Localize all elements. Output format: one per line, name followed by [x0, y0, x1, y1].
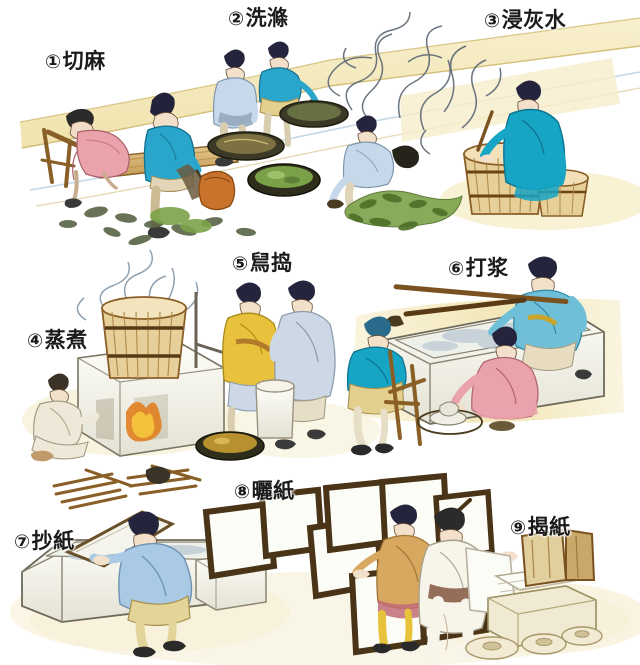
scene-pounding [195, 280, 336, 461]
prop-wooden-stool [384, 350, 426, 446]
prop-green-basin [247, 163, 321, 197]
step-label-5: ⑤舃捣 [232, 253, 293, 274]
prop-smoke-plumes [327, 11, 502, 155]
scene-washing [207, 41, 349, 197]
scene-peeling [418, 507, 603, 662]
prop-wash-tub-lower [207, 131, 285, 161]
figure-frame-tender [352, 504, 438, 654]
prop-stone-mortar [255, 379, 295, 439]
step-name-2: 洗滌 [245, 6, 289, 30]
prop-press-block [520, 528, 596, 588]
step-number-6: ⑥ [448, 258, 465, 280]
prop-fire [126, 401, 162, 442]
step-number-3: ③ [484, 10, 501, 32]
scene-drying [202, 472, 495, 656]
step-name-8: 曬紙 [251, 479, 295, 503]
drying-frame [202, 500, 278, 580]
step-number-2: ② [228, 8, 245, 30]
step-name-7: 抄紙 [31, 529, 75, 553]
step-name-5: 舃捣 [249, 251, 293, 275]
prop-paper-rolls [465, 626, 603, 660]
prop-green-fibre-pile [150, 207, 212, 233]
scene-cutting-hemp [40, 11, 589, 246]
step-label-7: ⑦抄紙 [14, 531, 75, 552]
figure-lime-worker [327, 115, 395, 216]
step-label-2: ②洗滌 [228, 8, 289, 29]
step-name-9: 揭紙 [527, 515, 571, 539]
step-label-4: ④蒸煮 [27, 330, 88, 351]
prop-firewood-bundle [52, 468, 134, 510]
step-label-3: ③浸灰水 [484, 10, 566, 31]
figure-pulp-beater [488, 256, 592, 380]
prop-steaming-barrel [100, 296, 188, 379]
step-number-8: ⑧ [234, 481, 251, 503]
figure-washer-a [212, 49, 259, 167]
prop-shoe [489, 421, 515, 431]
step-number-5: ⑤ [232, 253, 249, 275]
step-number-7: ⑦ [14, 531, 31, 553]
scene-beating [346, 256, 605, 456]
step-name-6: 打浆 [465, 256, 509, 280]
prop-grinding-bowl [417, 401, 483, 435]
step-label-1: ①切麻 [45, 51, 106, 72]
step-name-4: 蒸煮 [44, 328, 88, 352]
step-name-3: 浸灰水 [501, 8, 567, 32]
prop-clay-jar [198, 170, 236, 211]
figure-sheet-maker [89, 511, 193, 658]
prop-beating-pole [393, 284, 569, 305]
prop-green-hemp-heap [344, 190, 463, 231]
step-name-1: 切麻 [62, 49, 106, 73]
step-number-4: ④ [27, 330, 44, 352]
figure-pink-woman [64, 108, 130, 208]
step-number-1: ① [45, 51, 62, 73]
step-label-6: ⑥打浆 [448, 258, 509, 279]
step-number-9: ⑨ [510, 517, 527, 539]
scene-scooping [21, 510, 267, 658]
prop-wash-tub-upper [279, 100, 349, 128]
prop-pounded-basin [195, 431, 265, 461]
figure-fire-tender [31, 373, 100, 462]
scene-steaming [31, 249, 605, 510]
step-label-8: ⑧曬紙 [234, 481, 295, 502]
step-label-9: ⑨揭紙 [510, 517, 571, 538]
figure-blue-chopper [143, 92, 206, 239]
drying-frame [322, 478, 392, 554]
scene-lime-soaking [327, 11, 589, 231]
figure-lime-overseer [480, 80, 567, 201]
